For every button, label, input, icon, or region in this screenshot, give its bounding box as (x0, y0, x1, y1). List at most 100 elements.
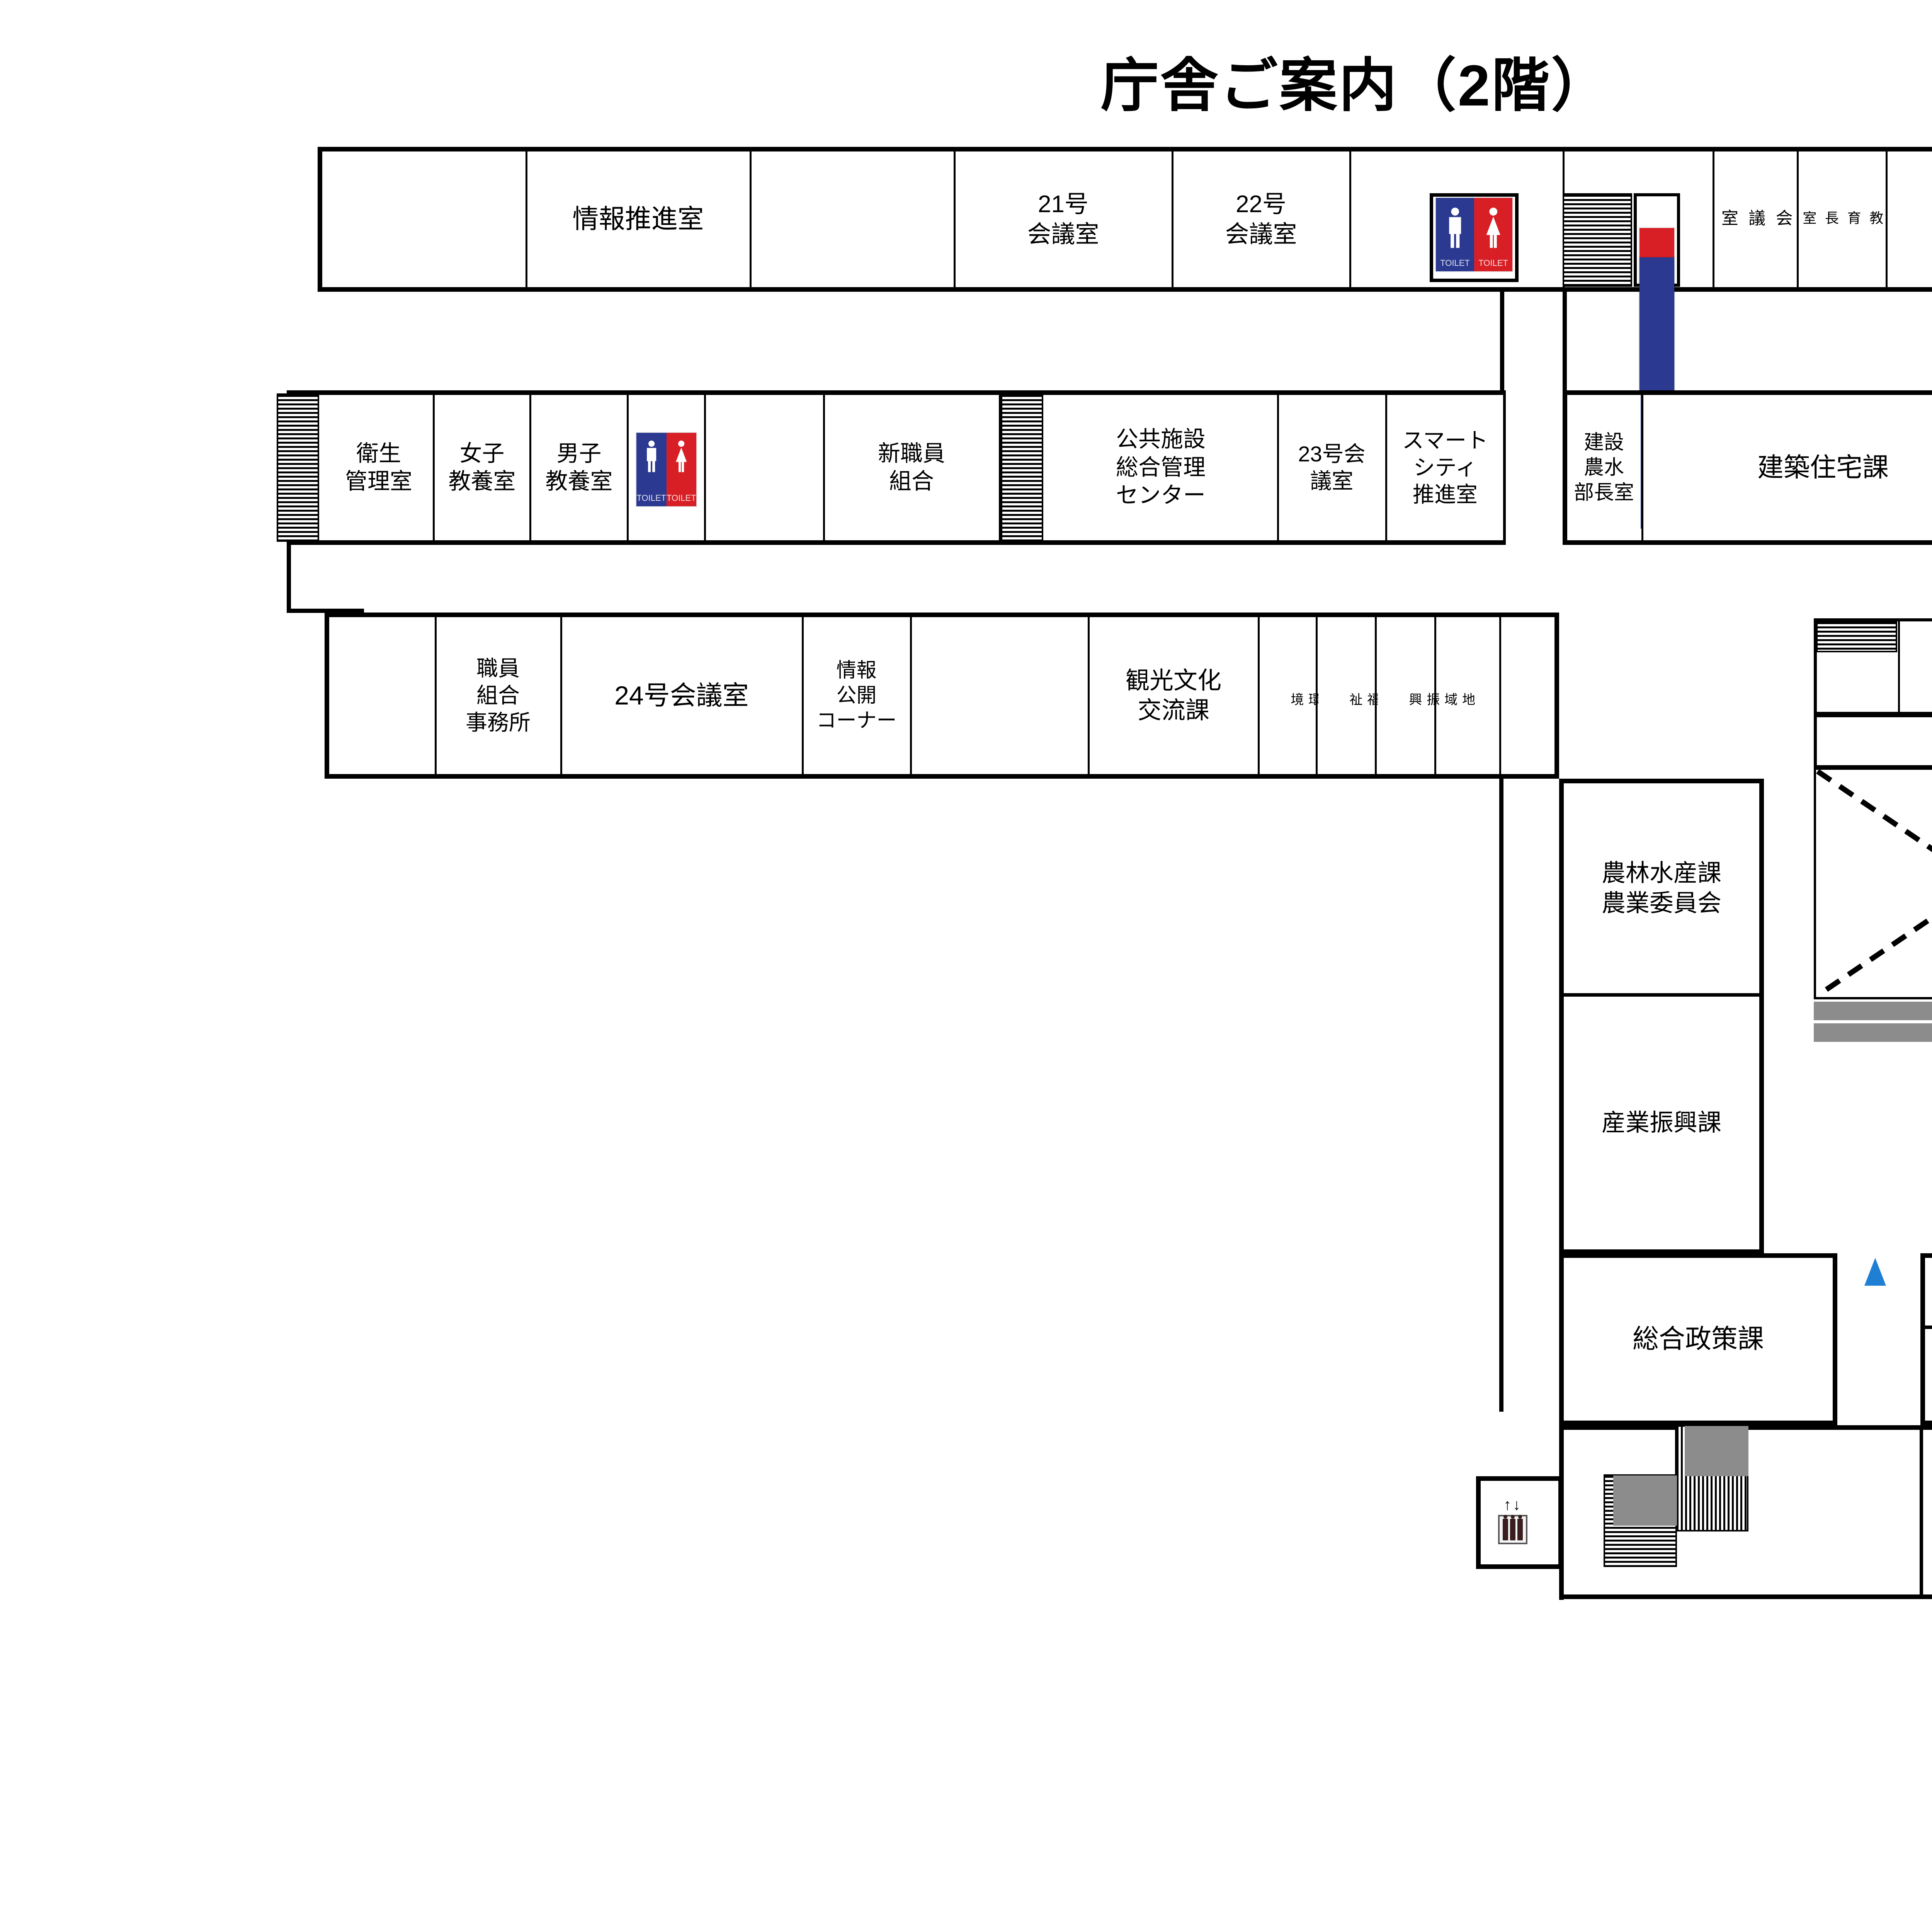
row1-outline (318, 147, 1932, 292)
row1-divider-4 (1172, 151, 1173, 287)
room-public-facility-center[interactable]: 公共施設 総合管理 センター (1045, 395, 1276, 540)
row3-div-1 (435, 617, 437, 774)
room-22-meeting[interactable]: 22号 会議室 (1173, 151, 1349, 287)
elevator-arrows-label: ↑↓ (1503, 1496, 1522, 1513)
corridor-wall-v2 (1563, 292, 1567, 394)
north-arrow-icon (1864, 1258, 1886, 1286)
toilet-caption: TOILET (636, 493, 667, 503)
toilet-pair-icon-row1: TOILET TOILET (1436, 198, 1512, 271)
center-col-div (1564, 993, 1759, 997)
row3-div-4 (910, 617, 912, 774)
row2-outline-right (1563, 390, 1932, 545)
row2-div-9 (1641, 395, 1643, 540)
row3-div-2 (560, 617, 562, 774)
row1-divider-8 (1797, 151, 1799, 287)
gray-marker-1 (1685, 1426, 1748, 1476)
row1-divider-3 (954, 151, 956, 287)
room-hygiene-management[interactable]: 衛生 管理室 (325, 395, 433, 540)
bottom-left-wall (1559, 1565, 1564, 1600)
row2-div-5 (823, 395, 825, 540)
room-new-staff-union[interactable]: 新職員 組合 (825, 395, 998, 540)
row1-divider-1 (526, 151, 527, 287)
elevator-car-icon (1498, 1515, 1527, 1544)
room-industry-promotion[interactable]: 産業振興課 (1564, 997, 1759, 1249)
room-tourism-culture-exchange[interactable]: 観光文化 交流課 (1090, 617, 1257, 774)
toilet-women-half: TOILET (1474, 198, 1512, 271)
escalator-band-1 (1814, 1002, 1932, 1020)
room-men-lounge[interactable]: 男子 教養室 (531, 395, 627, 540)
toilet-pair-icon-row2: TOILET TOILET (636, 433, 696, 506)
room-women-lounge[interactable]: 女子 教養室 (435, 395, 529, 540)
row3-div-7 (1316, 617, 1318, 774)
female-figure-icon (676, 440, 687, 472)
room-agriculture-forestry-fisheries[interactable]: 農林水産課 農業委員会 (1564, 783, 1759, 993)
room-smart-city-promotion[interactable]: スマート シティ 推進室 (1387, 395, 1503, 540)
room-superintendent[interactable]: 教 育 長 室 (1800, 151, 1884, 287)
toilet-men-half: TOILET (1436, 198, 1474, 271)
toilet-women-half: TOILET (666, 433, 696, 506)
row2-div-8 (1385, 395, 1387, 540)
room-citizen-env-director-name: 市 民 環 境 (1260, 617, 1357, 774)
corridor-wall-v1 (1500, 292, 1504, 394)
escalator-band-2 (1814, 1023, 1932, 1042)
stair-shaft-row1 (1563, 193, 1632, 287)
row3-div-10 (1499, 617, 1501, 774)
room-staff-union-office[interactable]: 職員 組合 事務所 (437, 617, 560, 774)
gray-marker-2 (1613, 1475, 1677, 1526)
room-23-meeting[interactable]: 23号会 議室 (1279, 395, 1384, 540)
row1-divider-9 (1886, 151, 1888, 287)
row2-div-7 (1277, 395, 1279, 540)
room-24-meeting[interactable]: 24号会議室 (562, 617, 801, 774)
general-policy-annex-outline (1920, 1253, 1932, 1425)
center-col-outline (1559, 779, 1764, 1254)
row1-divider-5 (1349, 151, 1351, 287)
toilet-caption: TOILET (666, 493, 696, 503)
room-meeting-room-row1[interactable]: 会 議 室 (1714, 151, 1796, 287)
center-left-wall-upper (1499, 774, 1503, 1412)
shaft-row2-far-left (277, 393, 319, 542)
room-information-promotion[interactable]: 情報推進室 (527, 151, 749, 287)
row2-div-6 (999, 395, 1001, 540)
room-education-board-office[interactable]: 教育委員会事務局 (教育振興課・学校教育課・生涯学習課) (1888, 151, 1932, 287)
row3-div-9 (1434, 617, 1436, 774)
shaft-row2-mid (1001, 393, 1043, 542)
row3-outline (325, 613, 1559, 779)
toilet-caption: TOILET (1440, 258, 1470, 268)
male-figure-icon (1449, 208, 1461, 248)
row3-div-3 (802, 617, 804, 774)
female-figure-icon (1486, 208, 1500, 248)
room-general-policy[interactable]: 総合政策課 (1564, 1258, 1833, 1421)
room-21-meeting[interactable]: 21号 会議室 (956, 151, 1171, 287)
atrium-void (1814, 767, 1932, 999)
male-figure-icon (646, 440, 656, 472)
row2-div-2 (529, 395, 531, 540)
mid-toilet-div-1 (1898, 621, 1900, 713)
corridor-left-wall (287, 545, 291, 613)
room-general-policy-annex[interactable]: 総合政策課分室 (1925, 1258, 1932, 1326)
toilet-caption: TOILET (1478, 258, 1508, 268)
room-architecture-housing[interactable]: 建築住宅課 (1643, 395, 1932, 540)
corridor-left-bottom (287, 609, 364, 613)
room-information-disclosure-corner[interactable]: 情報 公開 コーナー (804, 617, 909, 774)
row3-div-6 (1258, 617, 1260, 774)
elevator-icon[interactable]: ↑↓ (1488, 1486, 1538, 1555)
page-title: 庁舎ご案内（2階） (1100, 53, 1611, 118)
room-construction-agri-director[interactable]: 建設 農水 部長室 (1567, 395, 1641, 540)
row3-div-8 (1375, 617, 1377, 774)
mid-lobby-strip (1814, 714, 1932, 768)
row3-div-5 (1088, 617, 1090, 774)
shaft-mid-toilet (1816, 621, 1897, 652)
bottom-block-div (1920, 1425, 1923, 1599)
annex-div (1925, 1326, 1932, 1329)
void-cross-icon (1816, 770, 1932, 997)
room-regional-promotion-director-name: 地 域 振 興 (1378, 617, 1475, 774)
room-health-welfare-director-name: 保 健 福 祉 (1318, 617, 1415, 774)
general-policy-outline (1559, 1253, 1837, 1425)
toilet-men-half: TOILET (636, 433, 667, 506)
row2-div-3 (627, 395, 629, 540)
row1-divider-2 (750, 151, 752, 287)
room-mayor-public-office[interactable]: 市長公室 (1923, 1430, 1932, 1594)
row2-outline-left (287, 390, 1506, 545)
row2-div-1 (433, 395, 435, 540)
